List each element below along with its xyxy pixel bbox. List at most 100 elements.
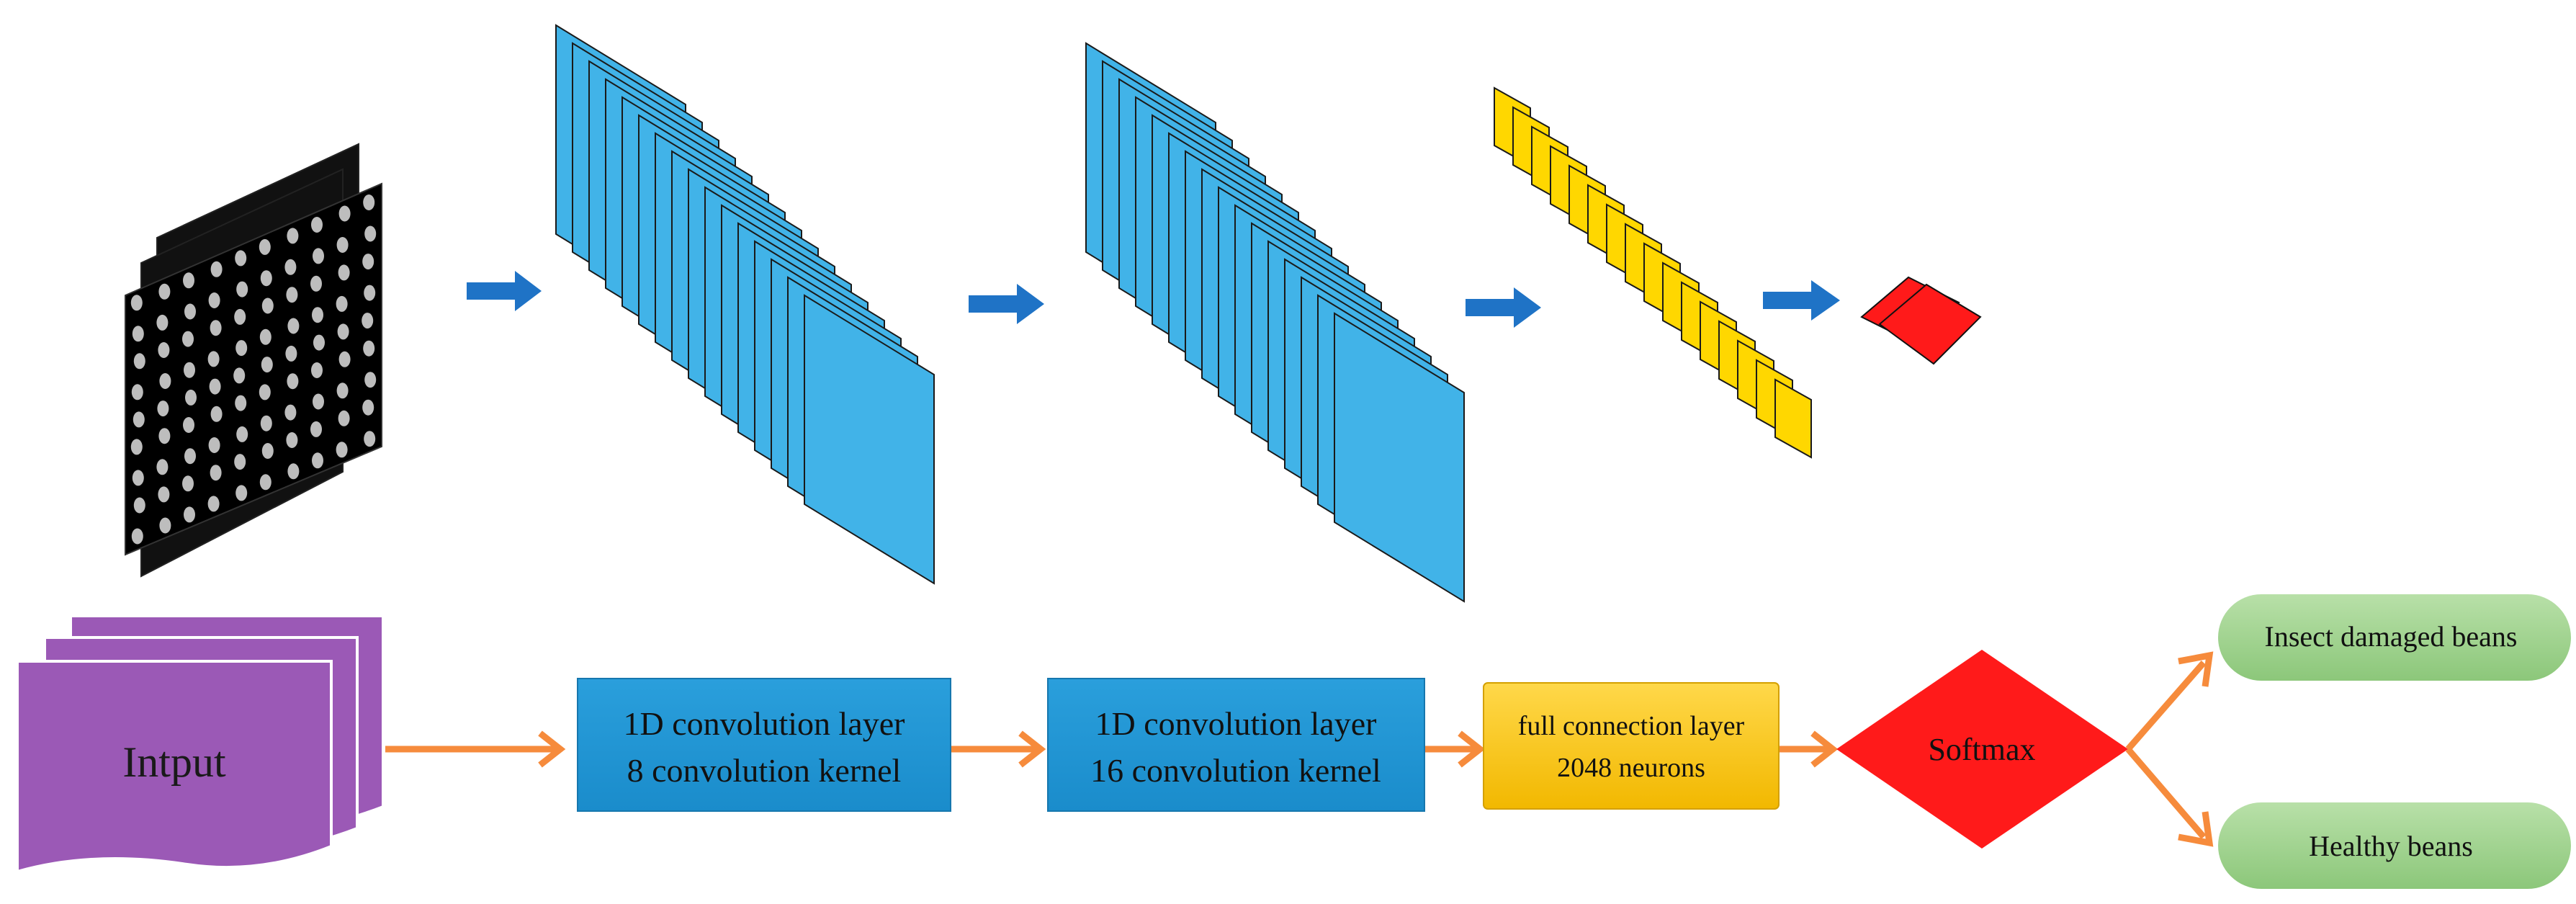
output-sheets <box>1860 276 1982 365</box>
bean-dot <box>133 411 145 428</box>
bean-dot <box>336 382 349 399</box>
conv-layer-2-kernel: 16 convolution kernel <box>1090 752 1381 789</box>
output-insect-damaged: Insect damaged beans <box>2218 594 2571 681</box>
fc-layer-box: full connection layer 2048 neurons <box>1483 682 1780 810</box>
blue-arrow-icon <box>1466 287 1541 328</box>
bean-dot <box>338 205 351 222</box>
bean-dot <box>286 287 298 303</box>
bean-dot <box>311 362 323 378</box>
bean-dot <box>260 415 272 431</box>
feature-map-stack-2 <box>1085 42 1465 603</box>
bean-dot <box>338 264 350 281</box>
bean-dot <box>285 345 297 362</box>
bean-dot <box>184 303 196 320</box>
bean-dot <box>158 428 171 444</box>
fc-layer-neurons: 2048 neurons <box>1557 753 1705 783</box>
bean-dot <box>210 406 223 422</box>
output-healthy-label: Healthy beans <box>2309 830 2473 862</box>
bean-dots <box>130 194 377 545</box>
conv-layer-1-kernel: 8 convolution kernel <box>627 752 902 789</box>
bean-dot <box>338 351 351 367</box>
bean-dot <box>184 448 196 465</box>
feature-map <box>804 294 935 585</box>
bean-dot <box>336 442 348 458</box>
bean-dot <box>235 395 247 411</box>
bean-dot <box>182 475 194 492</box>
bean-dot <box>287 318 300 334</box>
bean-dot <box>311 217 323 233</box>
bean-dot <box>336 237 349 253</box>
bean-dot <box>184 362 195 378</box>
fc-neuron-stack <box>1494 86 1812 459</box>
input-doc-sheet <box>16 660 333 874</box>
bean-dot <box>362 399 374 416</box>
bean-dot <box>132 326 144 342</box>
bean-dot <box>156 459 169 475</box>
bean-dot <box>131 384 143 400</box>
bean-dot <box>132 470 144 486</box>
bean-dot <box>259 328 271 345</box>
bean-dot <box>234 454 246 470</box>
bean-dot <box>235 485 248 501</box>
bean-dot <box>158 342 170 358</box>
bean-dot <box>131 528 143 545</box>
bean-dot <box>310 421 322 437</box>
bean-dot <box>284 259 297 275</box>
bean-dot <box>312 452 323 469</box>
bean-dot <box>183 272 194 289</box>
bean-dot <box>235 250 247 267</box>
bean-dot <box>210 465 222 481</box>
arrow-head-icon <box>1810 730 1839 768</box>
bean-dot <box>183 417 194 433</box>
arrow-head-icon <box>2178 811 2214 847</box>
input-document: Intput <box>16 614 385 874</box>
input-label: Intput <box>122 738 226 786</box>
bean-dot <box>259 238 271 255</box>
bean-dot <box>182 331 194 347</box>
bean-dot <box>310 275 322 292</box>
bean-dot <box>235 340 248 357</box>
bean-dot <box>159 373 171 389</box>
bean-dot <box>130 295 143 311</box>
bean-dot <box>287 373 299 390</box>
bean-dot <box>284 404 297 421</box>
bean-dot <box>287 463 300 480</box>
bean-dot <box>208 437 220 453</box>
conv-layer-2-box: 1D convolution layer 16 convolution kern… <box>1047 678 1425 812</box>
blue-arrow-icon <box>467 271 542 311</box>
bean-dot <box>287 228 299 244</box>
bean-dot <box>158 283 171 300</box>
feature-map <box>1334 312 1465 603</box>
bean-dot <box>233 367 246 384</box>
bean-dot <box>207 351 220 367</box>
output-sheet <box>1878 283 1982 365</box>
bean-dot <box>260 270 272 287</box>
bean-dot <box>185 389 197 406</box>
bean-dot <box>208 292 220 308</box>
bean-dot <box>363 340 375 357</box>
softmax-label: Softmax <box>1928 732 2035 767</box>
bean-dot <box>209 378 221 395</box>
feature-map-stack-1 <box>555 24 935 585</box>
arrow-head-icon <box>538 730 566 768</box>
conv-layer-1-box: 1D convolution layer 8 convolution kerne… <box>577 678 951 812</box>
bean-dot <box>364 225 377 242</box>
conv-layer-2-title: 1D convolution layer <box>1095 705 1377 742</box>
output-healthy: Healthy beans <box>2218 802 2571 889</box>
bean-dot <box>133 353 145 370</box>
bean-dot <box>156 314 169 331</box>
bean-dot <box>364 372 377 388</box>
bean-dot <box>286 432 298 448</box>
bean-dot <box>210 261 223 277</box>
fc-layer-title: full connection layer <box>1518 711 1745 741</box>
flow-arrows <box>385 651 2214 847</box>
bean-dot <box>364 431 376 447</box>
bean-dot <box>313 334 325 351</box>
bean-dot <box>362 313 374 329</box>
bean-dot <box>337 323 349 340</box>
conv-layer-1-title: 1D convolution layer <box>624 705 905 742</box>
bean-dot <box>261 443 274 459</box>
bean-dot <box>338 410 350 426</box>
bean-dot <box>259 384 271 400</box>
bean-dot <box>363 194 375 210</box>
